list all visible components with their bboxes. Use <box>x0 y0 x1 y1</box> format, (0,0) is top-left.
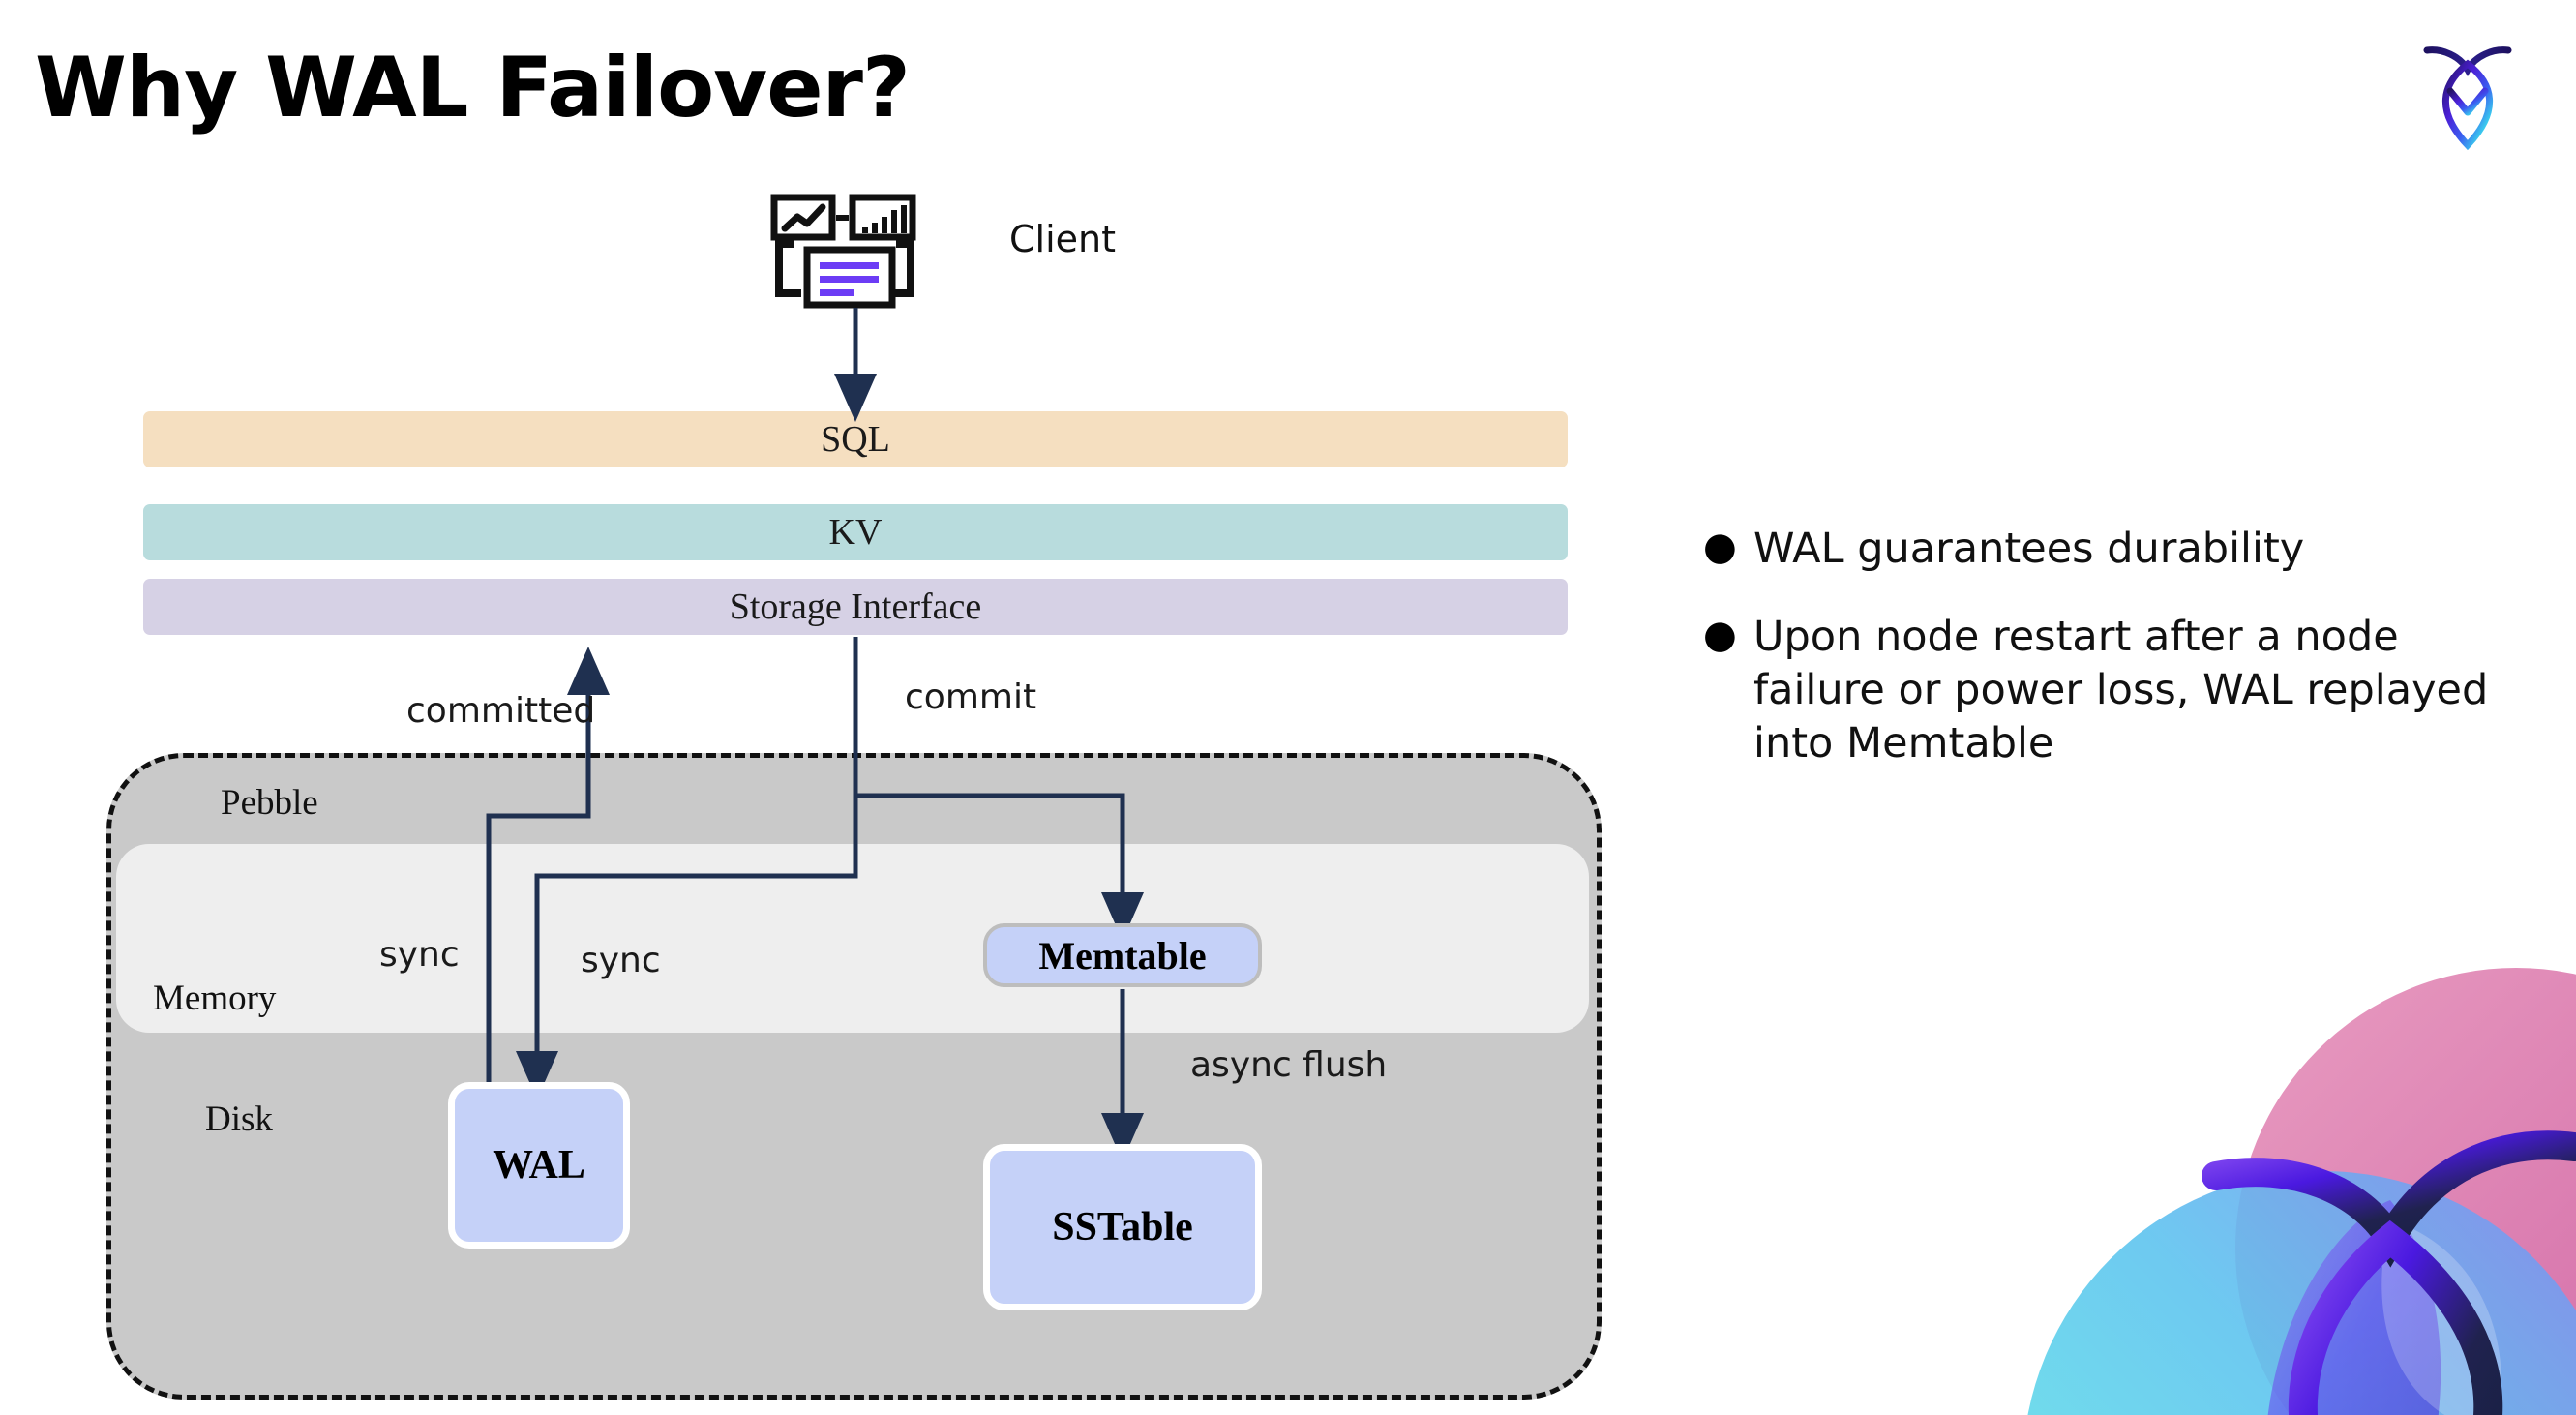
node-memtable[interactable]: Memtable <box>983 923 1262 987</box>
edge-label-committed: committed <box>406 691 596 731</box>
layer-label-storage-interface: Storage Interface <box>729 587 982 627</box>
memory-label: Memory <box>153 978 277 1018</box>
node-sstable[interactable]: SSTable <box>983 1144 1262 1310</box>
bullet-list: ● WAL guarantees durability ● Upon node … <box>1703 523 2516 805</box>
client-dashboard-icon <box>770 194 927 309</box>
pebble-label: Pebble <box>221 783 318 823</box>
bullet-marker-icon: ● <box>1703 525 1737 569</box>
node-wal[interactable]: WAL <box>448 1082 630 1249</box>
layer-label-sql: SQL <box>821 419 890 460</box>
node-label-memtable: Memtable <box>1038 933 1207 978</box>
page-title: Why WAL Failover? <box>35 40 911 136</box>
edge-label-commit: commit <box>905 677 1037 717</box>
memory-region <box>116 844 1589 1033</box>
layer-label-kv: KV <box>828 512 883 553</box>
layer-bar-sql[interactable]: SQL <box>143 411 1568 467</box>
list-item: ● Upon node restart after a node failure… <box>1703 611 2516 770</box>
bullet-text: Upon node restart after a node failure o… <box>1753 613 2489 768</box>
edge-label-async-flush: async flush <box>1190 1045 1388 1085</box>
node-label-wal: WAL <box>493 1143 585 1188</box>
node-label-sstable: SSTable <box>1052 1205 1193 1249</box>
architecture-diagram: Client SQL KV Storage Interface Pebble M… <box>106 194 1602 1400</box>
bullet-marker-icon: ● <box>1703 613 1737 658</box>
layer-bar-kv[interactable]: KV <box>143 504 1568 560</box>
cockroachdb-logo-icon <box>2410 35 2526 161</box>
bullet-text: WAL guarantees durability <box>1753 525 2305 573</box>
list-item: ● WAL guarantees durability <box>1703 523 2516 576</box>
cockroachdb-decorative-mark-icon <box>1974 929 2576 1415</box>
layer-bar-storage-interface[interactable]: Storage Interface <box>143 579 1568 635</box>
client-label: Client <box>1009 218 1117 260</box>
edge-label-sync-right: sync <box>581 941 661 980</box>
edge-label-sync-left: sync <box>379 935 460 975</box>
disk-label: Disk <box>205 1099 273 1139</box>
